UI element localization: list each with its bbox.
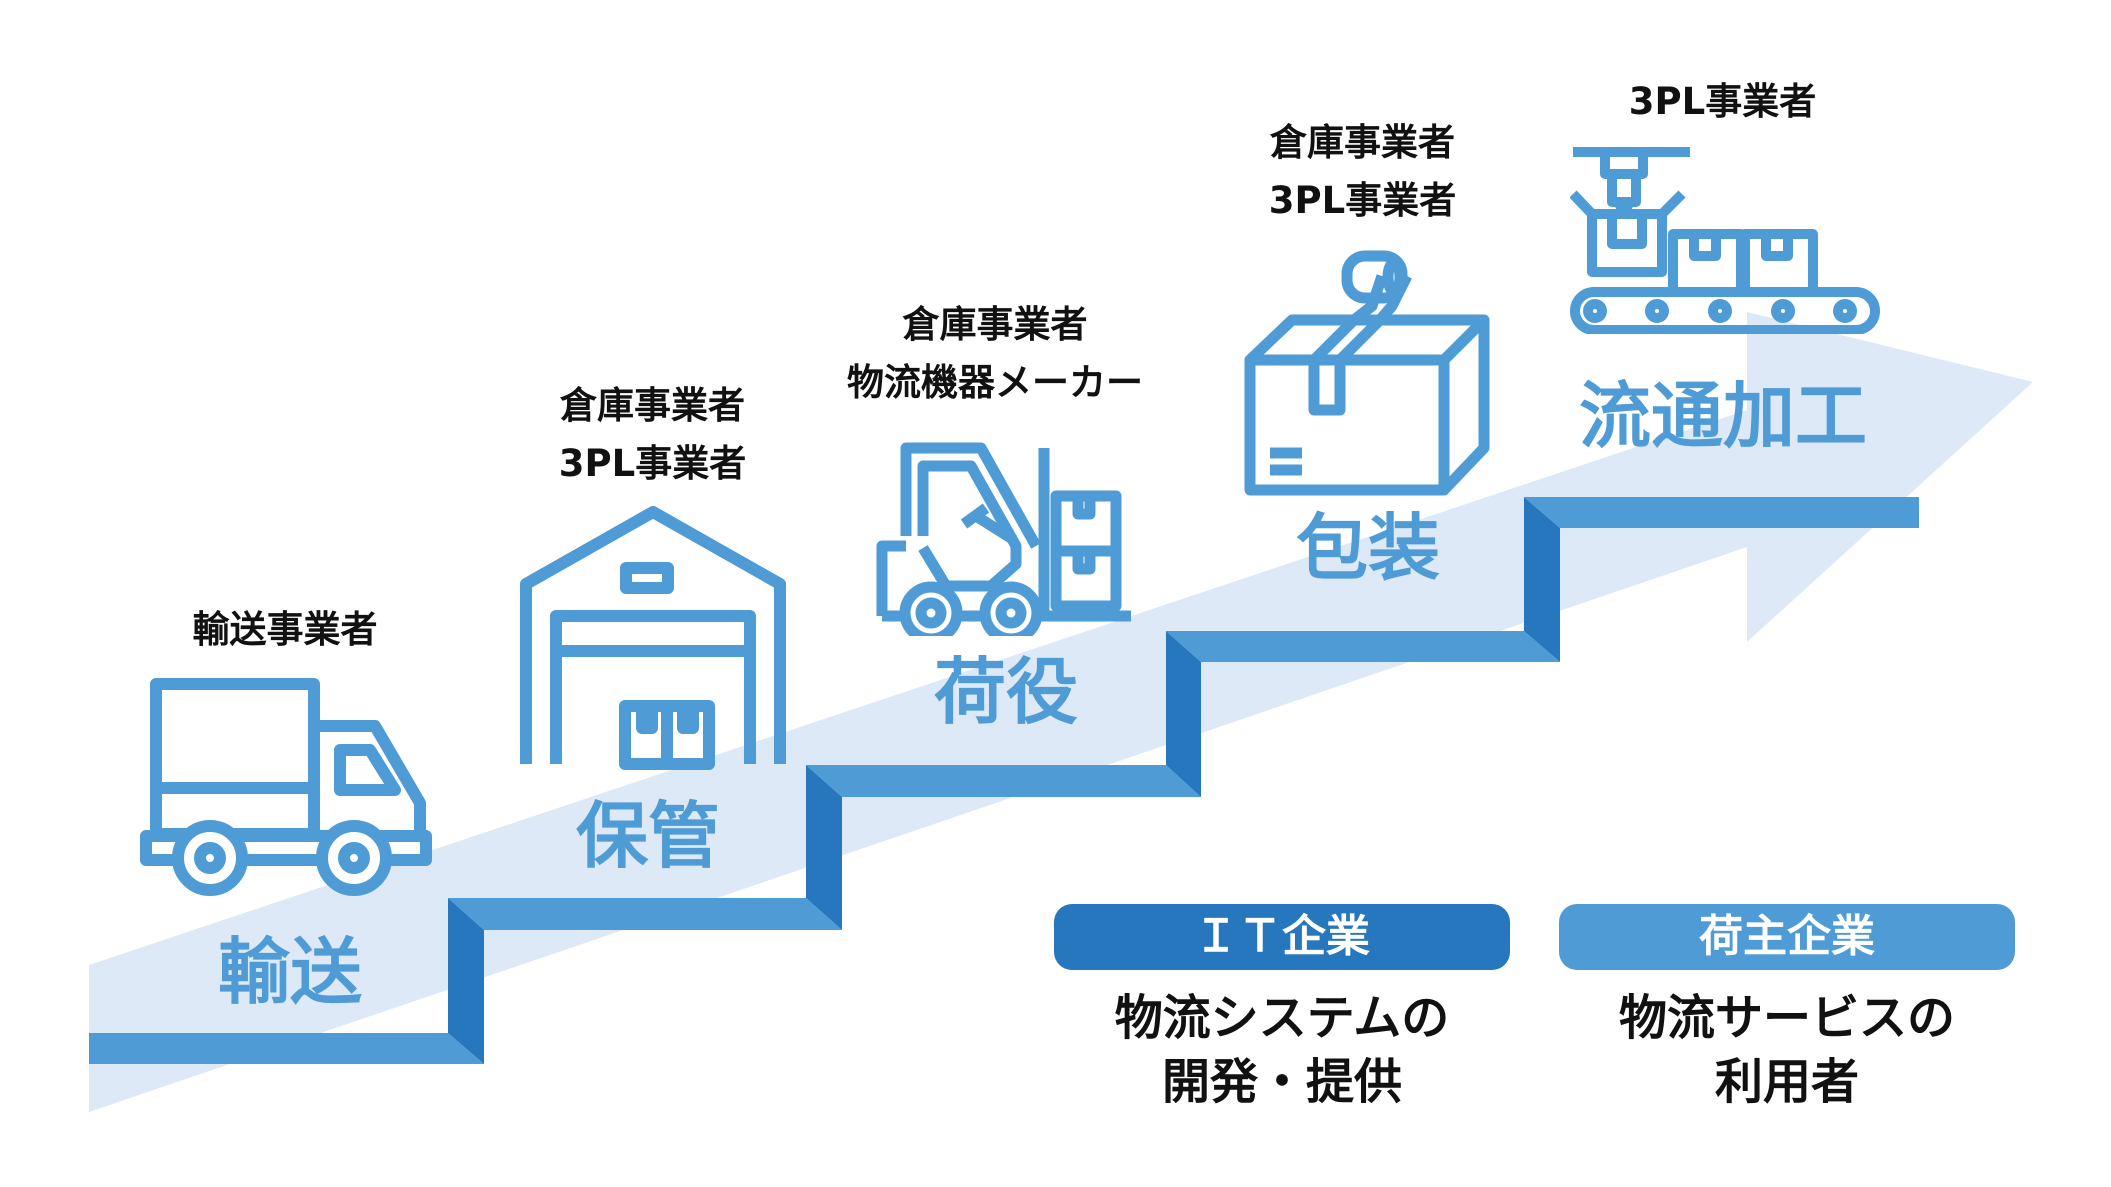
- package-tape-icon: [1244, 250, 1490, 496]
- actor-label: 倉庫事業者: [1270, 121, 1455, 164]
- actor-label: 倉庫事業者: [902, 303, 1088, 346]
- actor-label: 3PL事業者: [558, 442, 747, 485]
- description-line: 物流システムの: [1114, 990, 1450, 1046]
- stair-riser-2: [806, 765, 842, 930]
- description-line: 利用者: [1714, 1054, 1859, 1110]
- stair-step-3-top: [806, 765, 1201, 797]
- shipper-company-badge: 荷主企業: [1559, 904, 2015, 970]
- stair-riser-4: [1524, 497, 1560, 662]
- stair-step-1-top: [89, 1033, 484, 1064]
- stair-riser-1: [448, 898, 484, 1064]
- stair-riser-3: [1166, 631, 1201, 797]
- stage-3-name: 荷役: [933, 650, 1078, 734]
- stage-2-actors: 倉庫事業者 3PL事業者: [520, 377, 785, 493]
- stair-step-2-top: [448, 898, 842, 930]
- stage-4-name: 包装: [1295, 506, 1440, 590]
- stage-3-actors: 倉庫事業者 物流機器メーカー: [800, 296, 1190, 412]
- stage-1-actors: 輸送事業者: [140, 601, 430, 659]
- conveyor-icon: [1570, 147, 1880, 334]
- actor-label: 3PL事業者: [1268, 179, 1457, 222]
- description-line: 開発・提供: [1161, 1054, 1402, 1110]
- stage-4-actors: 倉庫事業者 3PL事業者: [1230, 114, 1495, 230]
- description-line: 物流サービスの: [1618, 990, 1955, 1046]
- stage-5-name: 流通加工: [1578, 374, 1867, 458]
- forklift-icon: [876, 442, 1131, 636]
- it-company-badge: ＩＴ企業: [1054, 904, 1510, 970]
- actor-label: 物流機器メーカー: [847, 361, 1143, 404]
- truck-icon: [140, 678, 432, 896]
- stair-step-5-top: [1524, 497, 1919, 528]
- stage-1-name: 輸送: [217, 930, 362, 1014]
- it-company-description: 物流システムの 開発・提供: [1054, 986, 1510, 1114]
- actor-label: 倉庫事業者: [560, 384, 745, 427]
- stair-step-4-top: [1166, 631, 1560, 662]
- warehouse-icon: [520, 506, 786, 770]
- shipper-company-description: 物流サービスの 利用者: [1559, 986, 2015, 1114]
- actor-label: 3PL事業者: [1628, 80, 1817, 123]
- stage-5-actors: 3PL事業者: [1590, 73, 1855, 131]
- actor-label: 輸送事業者: [192, 608, 378, 651]
- stage-2-name: 保管: [575, 794, 720, 878]
